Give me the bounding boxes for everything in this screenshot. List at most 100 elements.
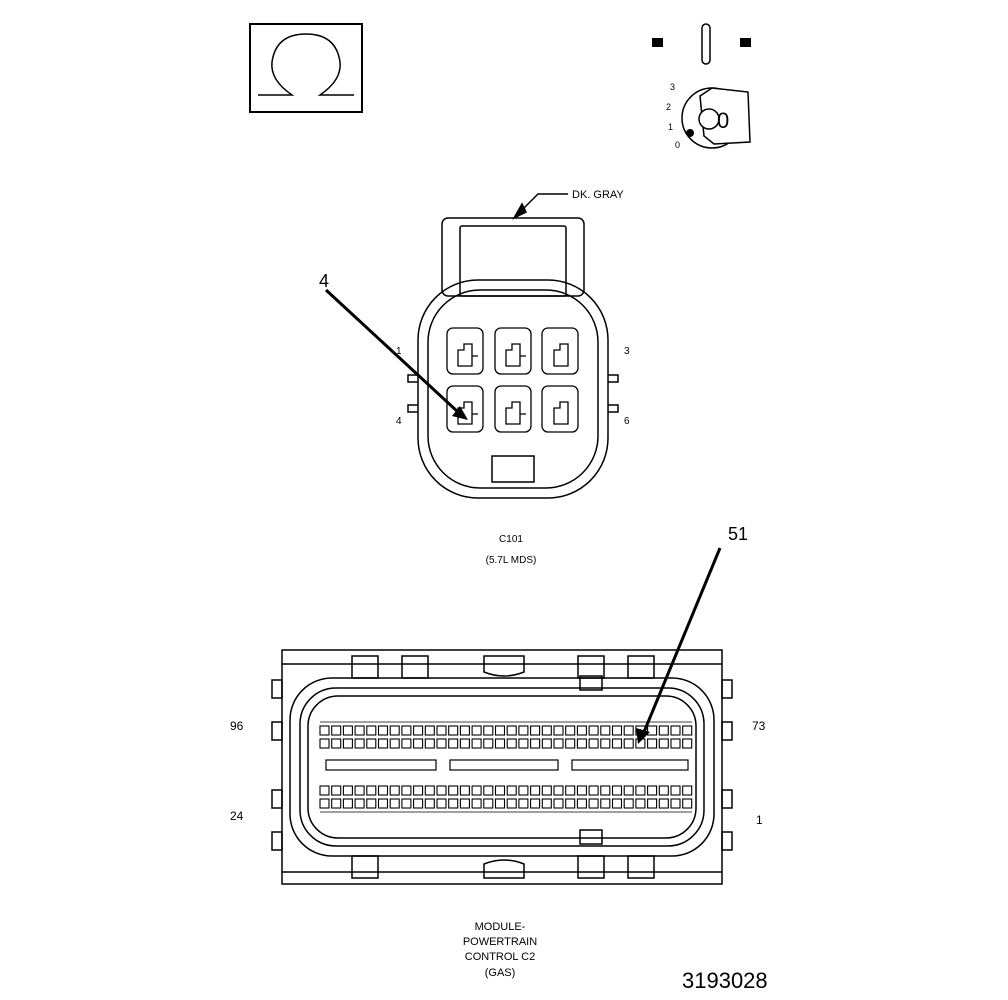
pcm-pin-cavity bbox=[623, 738, 634, 749]
pcm-pin-cavity bbox=[553, 785, 564, 796]
pcm-pin-cavity bbox=[506, 725, 517, 736]
pcm-pin-cavity bbox=[354, 725, 365, 736]
pcm-pin-cavity bbox=[319, 725, 330, 736]
pcm-pin-cavity bbox=[471, 738, 482, 749]
pcm-pin-cavity bbox=[413, 738, 424, 749]
key-position-3: 3 bbox=[670, 82, 675, 92]
pcm-pin-cavity bbox=[635, 785, 646, 796]
pcm-pin-cavity bbox=[342, 725, 353, 736]
pcm-pin-cavity bbox=[401, 725, 412, 736]
wire-color-leader bbox=[512, 193, 568, 220]
pcm-pin-cavity bbox=[319, 738, 330, 749]
c101-cavity-2 bbox=[494, 327, 532, 375]
pcm-pin-cavity bbox=[658, 725, 669, 736]
pcm-pin-cavity bbox=[623, 798, 634, 809]
pcm-pin-cavity bbox=[588, 738, 599, 749]
pcm-pin-cavity bbox=[448, 798, 459, 809]
pcm-pin-cavity bbox=[366, 798, 377, 809]
pcm-pin-cavity bbox=[670, 725, 681, 736]
pcm-pin-cavity bbox=[611, 785, 623, 796]
pcm-pin-cavity bbox=[682, 738, 693, 749]
pcm-pin-cavity bbox=[623, 785, 634, 796]
c101-cavity-6 bbox=[541, 385, 579, 433]
c101-cavity-3 bbox=[541, 327, 579, 375]
pcm-pin-cavity bbox=[389, 738, 400, 749]
pcm-pin-cavity bbox=[471, 725, 482, 736]
ohm-icon bbox=[249, 23, 363, 113]
pcm-pin-cavity bbox=[413, 798, 424, 809]
pcm-pin-cavity bbox=[600, 785, 611, 796]
pcm-pin-cavity bbox=[354, 738, 365, 749]
pcm-pin-cavity bbox=[647, 738, 658, 749]
pcm-pin-cavity bbox=[377, 785, 389, 796]
pcm-key-slot bbox=[449, 759, 559, 771]
c101-pin-label-1: 1 bbox=[396, 346, 402, 357]
pcm-pin-cavity bbox=[483, 725, 494, 736]
pcm-pin-cavity bbox=[413, 725, 424, 736]
pcm-pin-cavity bbox=[623, 725, 634, 736]
pcm-pin-cavity bbox=[448, 738, 459, 749]
figure-id: 3193028 bbox=[682, 968, 768, 993]
pcm-pin-cavity bbox=[494, 725, 506, 736]
pcm-pin-cavity bbox=[682, 785, 693, 796]
pcm-pin-cavity bbox=[588, 725, 599, 736]
pcm-pin-cavity bbox=[424, 798, 435, 809]
pcm-pin-cavity bbox=[658, 738, 669, 749]
pcm-pin-cavity bbox=[541, 738, 552, 749]
c101-pin-label-3: 3 bbox=[624, 346, 630, 357]
pcm-pin-cavity bbox=[377, 738, 389, 749]
c101-caption-name: C101 bbox=[499, 534, 523, 545]
pcm-pin-cavity bbox=[635, 798, 646, 809]
pcm-pin-cavity bbox=[331, 725, 342, 736]
pcm-pin-cavity bbox=[483, 785, 494, 796]
pcm-pin-cavity bbox=[494, 738, 506, 749]
pcm-pin-cavity bbox=[377, 798, 389, 809]
c101-connector bbox=[407, 217, 619, 499]
pcm-pin-cavity bbox=[600, 738, 611, 749]
pcm-pin-cavity bbox=[389, 785, 400, 796]
pcm-pin-cavity bbox=[366, 738, 377, 749]
pcm-pin-cavity bbox=[377, 725, 389, 736]
pcm-caption-line-4: (GAS) bbox=[485, 967, 516, 979]
pcm-caption-line-3: CONTROL C2 bbox=[465, 951, 536, 963]
pcm-connector bbox=[271, 649, 733, 885]
pcm-pin-cavity bbox=[401, 798, 412, 809]
pcm-pin-cavity bbox=[518, 798, 529, 809]
pcm-pin-cavity bbox=[682, 798, 693, 809]
pcm-pin-cavity bbox=[530, 738, 541, 749]
pcm-pin-cavity bbox=[553, 738, 564, 749]
pcm-pin-cavity bbox=[576, 725, 587, 736]
pcm-pin-cavity bbox=[319, 798, 330, 809]
pcm-pin-cavity bbox=[576, 738, 587, 749]
pcm-pin-cavity bbox=[670, 785, 681, 796]
pcm-pin-cavity bbox=[647, 785, 658, 796]
pcm-pin-cavity bbox=[530, 725, 541, 736]
pcm-caption-line-1: MODULE- bbox=[475, 921, 526, 933]
pcm-pin-cavity bbox=[518, 785, 529, 796]
pcm-pin-array bbox=[319, 721, 693, 813]
pcm-pin-cavity bbox=[354, 798, 365, 809]
c101-cavities bbox=[446, 327, 579, 433]
pcm-pin-cavity bbox=[553, 725, 564, 736]
pcm-pin-cavity bbox=[471, 785, 482, 796]
pcm-pin-cavity bbox=[459, 785, 470, 796]
pcm-pin-cavity bbox=[541, 785, 552, 796]
pcm-pin-cavity bbox=[494, 798, 506, 809]
key-position-1: 1 bbox=[668, 122, 673, 132]
pcm-pin-cavity bbox=[331, 738, 342, 749]
pcm-pin-cavity bbox=[518, 738, 529, 749]
pcm-pin-cavity bbox=[436, 725, 447, 736]
key-label: 0 bbox=[717, 108, 729, 133]
pcm-pin-cavity bbox=[682, 725, 693, 736]
pcm-pin-cavity bbox=[670, 798, 681, 809]
pcm-pin-cavity bbox=[389, 725, 400, 736]
pcm-pin-cavity bbox=[576, 785, 587, 796]
pcm-pin-cavity bbox=[436, 798, 447, 809]
c101-caption-engine: (5.7L MDS) bbox=[486, 555, 537, 566]
pcm-pin-cavity bbox=[366, 725, 377, 736]
pcm-pin-cavity bbox=[424, 725, 435, 736]
pcm-caption-line-2: POWERTRAIN bbox=[463, 936, 537, 948]
pcm-key-slot bbox=[571, 759, 689, 771]
pcm-pin-cavity bbox=[401, 785, 412, 796]
